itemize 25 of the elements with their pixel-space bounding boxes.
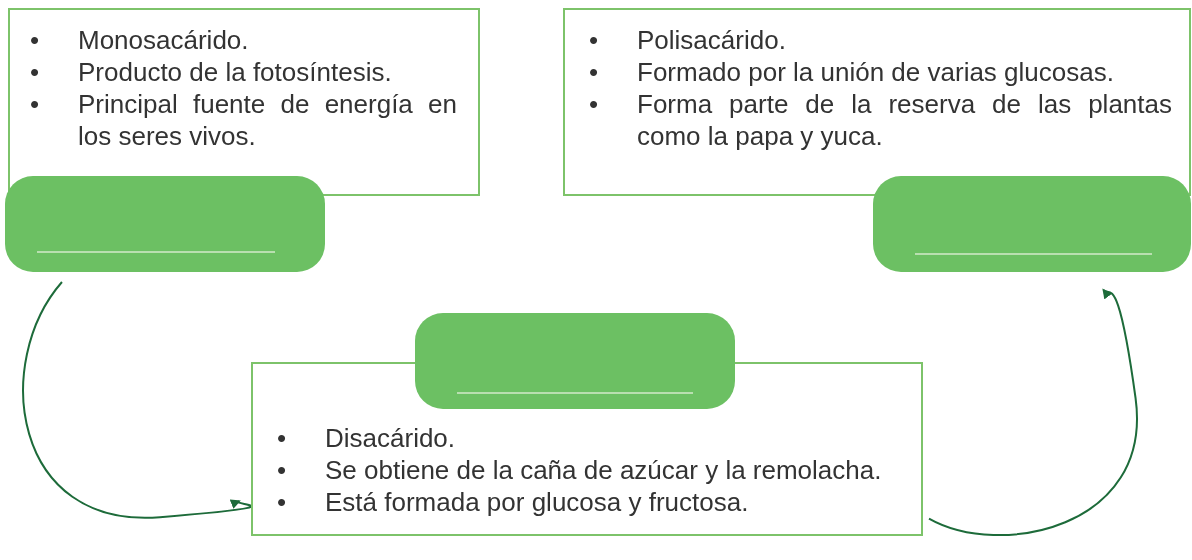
bullet-symbol: • bbox=[277, 422, 287, 454]
bullet-text: Monosacárido. bbox=[78, 24, 250, 56]
bullet-text: Producto de la fotosíntesis. bbox=[78, 56, 393, 88]
label-pill bbox=[873, 176, 1191, 272]
bullet-symbol: • bbox=[30, 24, 40, 56]
bullet-symbol: • bbox=[589, 88, 599, 120]
bullet-text: Forma parte de la reserva de las plantas como la papa y yuca. bbox=[637, 88, 1172, 152]
label-pill bbox=[415, 313, 735, 409]
bullet-text: Principal fuente de energía en los seres vivos. bbox=[78, 88, 457, 152]
bullet-text: Se obtiene de la caña de azúcar y la remolacha. bbox=[325, 454, 883, 486]
bullet-symbol: • bbox=[589, 24, 599, 56]
bullet-symbol: • bbox=[30, 88, 40, 120]
bullet-text: Formado por la unión de varias glucosas. bbox=[637, 56, 1115, 88]
label-pill bbox=[5, 176, 325, 272]
bullet-text: Polisacárido. bbox=[637, 24, 787, 56]
curved-arrow bbox=[928, 288, 1138, 536]
bullet-symbol: • bbox=[277, 454, 287, 486]
bullet-text: Está formada por glucosa y fructosa. bbox=[325, 486, 750, 518]
bullet-symbol: • bbox=[30, 56, 40, 88]
bullet-symbol: • bbox=[277, 486, 287, 518]
curved-arrow bbox=[22, 281, 253, 519]
text-box bbox=[8, 8, 480, 196]
bullet-text: Disacárido. bbox=[325, 422, 457, 454]
text-box bbox=[563, 8, 1191, 196]
bullet-symbol: • bbox=[589, 56, 599, 88]
